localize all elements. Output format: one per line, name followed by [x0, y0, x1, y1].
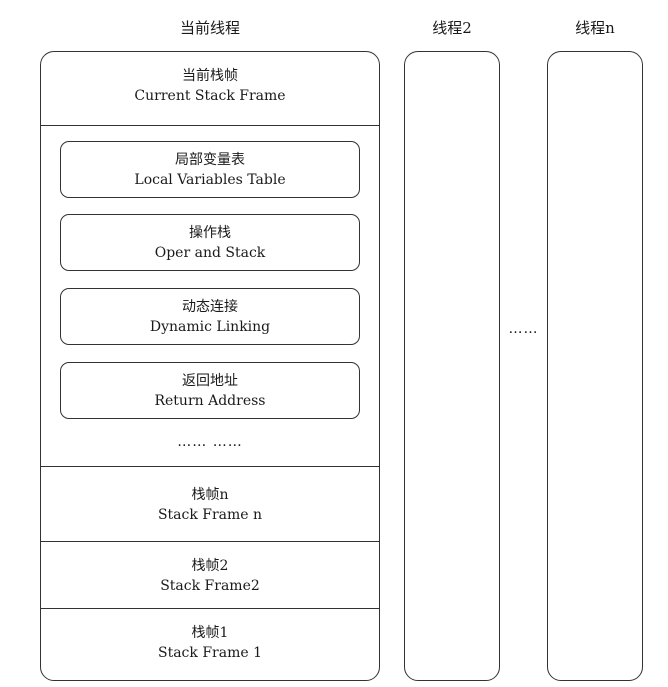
current-thread-title: 当前线程 [179, 19, 240, 37]
stack-frame-1: 栈帧1 Stack Frame 1 [41, 608, 379, 680]
dynamic-linking-en: Dynamic Linking [149, 319, 271, 335]
current-stack-frame-label-zh: 当前栈帧 [182, 68, 238, 84]
operand-stack-zh: 操作栈 [189, 225, 231, 241]
stack-frame-n-en: Stack Frame n [157, 507, 263, 523]
current-stack-frame-header: 当前栈帧 Current Stack Frame [41, 52, 379, 126]
stack-frame-1-zh: 栈帧1 [191, 625, 229, 641]
frame-contents-ellipsis: …… …… [177, 434, 243, 450]
stack-frame-2-zh: 栈帧2 [191, 558, 229, 574]
stack-frame-1-en: Stack Frame 1 [157, 645, 262, 661]
return-address-en: Return Address [154, 393, 266, 409]
stack-frame-n-zh: 栈帧n [191, 487, 229, 503]
thread-2-title: 线程2 [432, 19, 472, 37]
stack-frame-2-en: Stack Frame2 [160, 578, 260, 594]
stack-frame-2: 栈帧2 Stack Frame2 [41, 541, 379, 609]
dynamic-linking: 动态连接 Dynamic Linking [60, 288, 360, 345]
local-variables-table-en: Local Variables Table [134, 172, 286, 188]
operand-stack: 操作栈 Oper and Stack [60, 214, 360, 271]
current-stack-frame-label-en: Current Stack Frame [134, 88, 286, 104]
local-variables-table: 局部变量表 Local Variables Table [60, 141, 360, 198]
thread-n-title: 线程n [575, 19, 615, 37]
operand-stack-en: Oper and Stack [154, 245, 266, 261]
current-thread-stack: 当前栈帧 Current Stack Frame 局部变量表 Local Var… [40, 51, 380, 681]
return-address: 返回地址 Return Address [60, 362, 360, 419]
thread-2-stack [404, 51, 500, 681]
current-stack-frame-contents: 局部变量表 Local Variables Table 操作栈 Oper and… [41, 125, 379, 467]
dynamic-linking-zh: 动态连接 [182, 299, 238, 315]
thread-n-stack [547, 51, 643, 681]
return-address-zh: 返回地址 [182, 373, 238, 389]
local-variables-table-zh: 局部变量表 [175, 152, 245, 168]
threads-ellipsis: …… [508, 321, 539, 337]
stack-frame-n: 栈帧n Stack Frame n [41, 466, 379, 542]
